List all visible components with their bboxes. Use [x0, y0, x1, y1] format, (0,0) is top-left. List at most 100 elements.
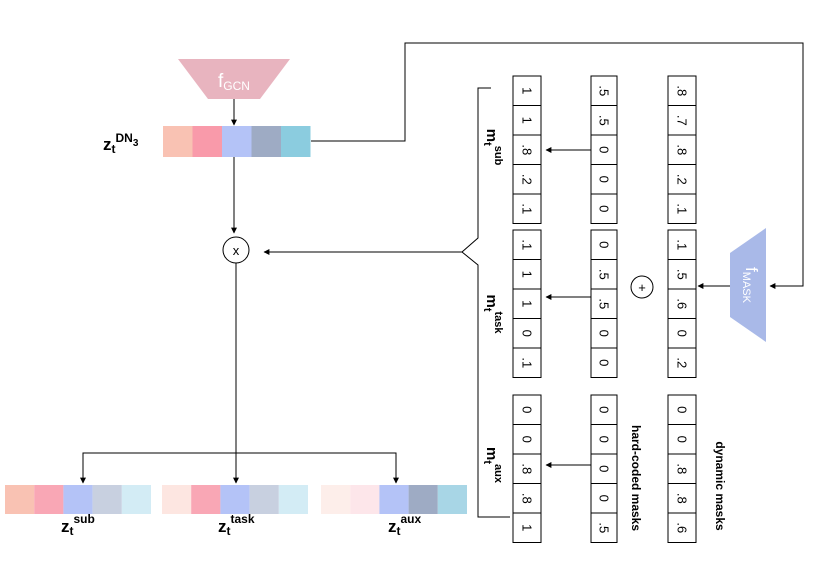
mask-cell [667, 394, 697, 425]
mask-cell-value: .2 [520, 174, 535, 185]
output-vectors [5, 485, 467, 514]
arrow-multiply-to-sub [80, 452, 236, 484]
output-label-sub: ztsub [61, 512, 95, 538]
mask-cell-value: .5 [597, 298, 612, 309]
output-cell [437, 485, 467, 514]
dynamic-masks-caption: dynamic masks [713, 441, 727, 531]
mask-cell-value: .1 [675, 203, 690, 214]
mask-cell-value: .5 [597, 85, 612, 96]
output-cell [5, 485, 35, 514]
output-vector-aux [321, 485, 467, 514]
output-cell [63, 485, 93, 514]
mask-cell-value: 1 [520, 524, 535, 531]
arrow-embedding-to-mask-net [311, 42, 804, 289]
output-cell [162, 485, 192, 514]
mask-cell [590, 193, 618, 224]
mask-cell-value: .1 [520, 357, 535, 368]
mask-cell [667, 105, 697, 136]
output-vector-task [162, 485, 308, 514]
output-label-task: zttask [218, 512, 255, 538]
mask-cell-value: .5 [675, 269, 690, 280]
gcn-encoder: fGCN [178, 59, 290, 99]
mask-cell-value: 0 [520, 406, 535, 413]
mask-cell [667, 193, 697, 224]
multiply-node: x [222, 236, 250, 264]
mask-cell-value: .7 [675, 115, 690, 126]
output-cell [34, 485, 64, 514]
mask-cell-value: .8 [675, 463, 690, 474]
mask-cell-value: .5 [597, 269, 612, 280]
combined-mask-sub: 11.8.2.1 [512, 75, 542, 224]
mask-cell [512, 394, 542, 425]
hardcoded-mask-task: 0 .5 .5 0 0 [590, 229, 618, 378]
mask-cell-value: .5 [597, 115, 612, 126]
mask-cell [590, 347, 618, 378]
mask-cell-value: .1 [520, 239, 535, 250]
mask-cell-value: .6 [675, 522, 690, 533]
mask-cell [667, 164, 697, 195]
mask-cell [512, 483, 542, 514]
mask-cell [590, 229, 618, 260]
mask-cell [590, 105, 618, 136]
mask-columns: 11.8.2.1.1110.100.8.81.5.50000.5.5000000… [512, 75, 697, 543]
mask-cell-value: .8 [520, 463, 535, 474]
mask-cell-value: 1 [520, 300, 535, 307]
combined-mask-aux: 0 0 .8 .8 1 [512, 394, 542, 543]
embedding-cell [281, 126, 311, 157]
output-cell [249, 485, 279, 514]
mask-cell-value: .2 [675, 357, 690, 368]
mask-cell [590, 394, 618, 425]
mask-cell-value: .5 [597, 522, 612, 533]
mask-cell [590, 288, 618, 319]
mask-cell-value: .8 [520, 144, 535, 155]
mask-cell-value: 0 [675, 406, 690, 413]
mask-cell [667, 453, 697, 484]
mask-label-task: mttask [481, 294, 504, 334]
mask-cell [667, 424, 697, 455]
mask-cell [590, 259, 618, 290]
mask-cell-value: 0 [675, 436, 690, 443]
mask-label-aux: mtaux [481, 447, 504, 484]
mask-cell-value: 0 [597, 330, 612, 337]
dynamic-mask-task: .1.5.60.2 [667, 229, 697, 378]
mask-cell [512, 229, 542, 260]
mask-cell [512, 75, 542, 106]
output-cell [321, 485, 351, 514]
output-label-aux: ztaux [388, 512, 422, 538]
mask-net: fMASK [730, 228, 766, 342]
multiply-symbol: x [233, 243, 240, 258]
output-cell [121, 485, 151, 514]
mask-cell [590, 512, 618, 543]
embedding-cell [222, 126, 252, 157]
mask-cell [667, 229, 697, 260]
mask-label-sub: mtsub [481, 129, 504, 166]
output-cell [379, 485, 409, 514]
mask-cell-value: 0 [520, 436, 535, 443]
mask-cell-value: 0 [520, 330, 535, 337]
mask-cell [667, 288, 697, 319]
mask-cell-value: 0 [597, 241, 612, 248]
plus-node: + [630, 275, 654, 299]
mask-cell [512, 259, 542, 290]
embedding-cell [163, 126, 193, 157]
mask-cell [590, 164, 618, 195]
mask-cell [667, 512, 697, 543]
mask-cell-value: .2 [675, 174, 690, 185]
mask-cell-value: 0 [597, 359, 612, 366]
output-cell [278, 485, 308, 514]
mask-cell-value: .1 [675, 239, 690, 250]
dynamic-mask-aux: 00.8.8.6 [667, 394, 697, 543]
mask-cell [512, 424, 542, 455]
mask-cell [512, 347, 542, 378]
embedding-vector [163, 126, 311, 157]
output-cell [191, 485, 221, 514]
output-cell [350, 485, 380, 514]
output-cell [220, 485, 250, 514]
arrow-multiply-to-aux [236, 452, 399, 484]
mask-cell-value: 0 [597, 465, 612, 472]
mask-cell-value: .8 [520, 493, 535, 504]
mask-cell-value: 1 [520, 117, 535, 124]
mask-cell [590, 75, 618, 106]
mask-cell [667, 347, 697, 378]
